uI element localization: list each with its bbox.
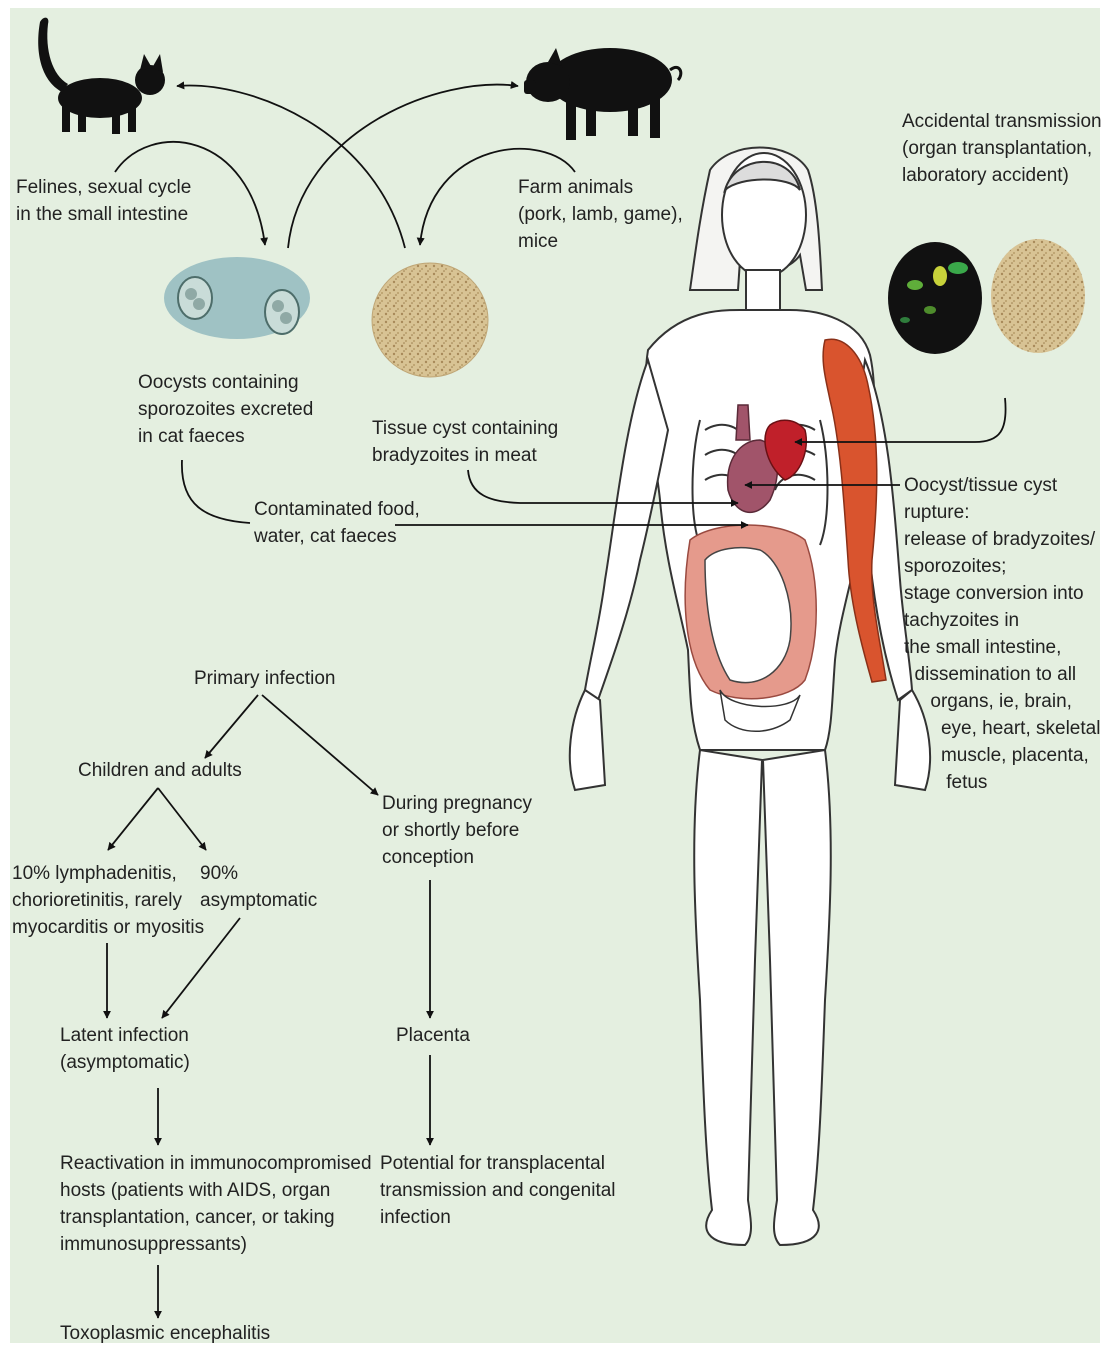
pig-icon bbox=[524, 48, 681, 140]
oocyst-image bbox=[164, 257, 310, 339]
latent-infection-label: Latent infection (asymptomatic) bbox=[60, 1022, 190, 1076]
tissue-cyst-label: Tissue cyst containing bradyzoites in me… bbox=[372, 415, 558, 469]
primary-infection-label: Primary infection bbox=[194, 665, 336, 692]
fluorescence-image bbox=[888, 242, 982, 354]
reactivation-label: Reactivation in immunocompromised hosts … bbox=[60, 1150, 372, 1258]
oocysts-label: Oocysts containing sporozoites excreted … bbox=[138, 369, 313, 450]
asymptomatic-label: 90% asymptomatic bbox=[200, 860, 317, 914]
pregnancy-label: During pregnancy or shortly before conce… bbox=[382, 790, 532, 871]
encephalitis-label: Toxoplasmic encephalitis bbox=[60, 1320, 270, 1347]
placenta-label: Placenta bbox=[396, 1022, 470, 1049]
tissue-cyst-image bbox=[372, 263, 488, 377]
contaminated-food-label: Contaminated food, water, cat faeces bbox=[254, 496, 420, 550]
tissue-cyst-image-2 bbox=[991, 239, 1085, 353]
children-adults-label: Children and adults bbox=[78, 757, 242, 784]
felines-label: Felines, sexual cycle in the small intes… bbox=[16, 174, 191, 228]
farm-animals-label: Farm animals (pork, lamb, game), mice bbox=[518, 174, 683, 255]
rupture-label: Oocyst/tissue cyst rupture: release of b… bbox=[904, 472, 1100, 796]
accidental-transmission-label: Accidental transmission (organ transplan… bbox=[902, 108, 1102, 189]
lymphadenitis-label: 10% lymphadenitis, chorioretinitis, rare… bbox=[12, 860, 204, 941]
transplacental-label: Potential for transplacental transmissio… bbox=[380, 1150, 616, 1231]
cat-icon bbox=[38, 18, 165, 134]
